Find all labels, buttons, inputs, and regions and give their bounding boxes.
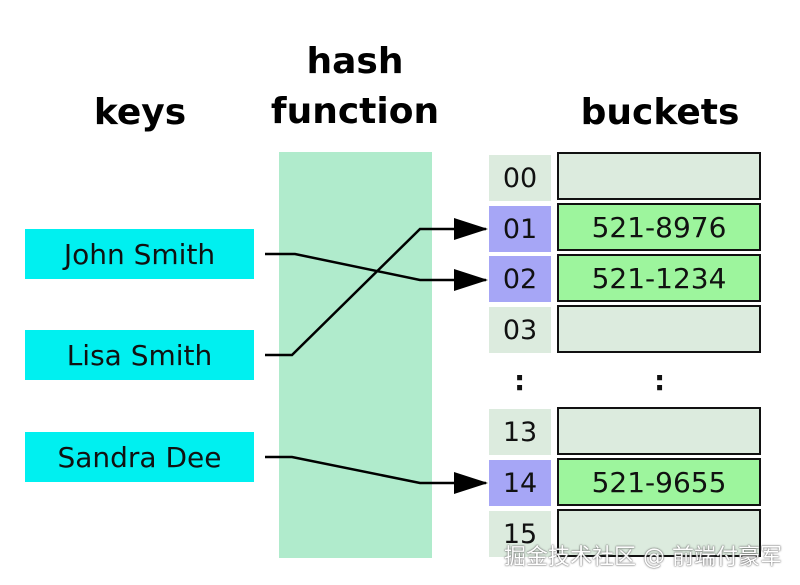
bucket-cell — [557, 509, 761, 557]
watermark: 掘金技术社区 @ 前端付豪军 — [504, 545, 782, 570]
bucket-index-active: 01 — [489, 206, 551, 252]
bucket-ellipsis: : — [654, 364, 666, 397]
bucket-index-active: 02 — [489, 256, 551, 302]
bucket-index: 13 — [489, 409, 551, 455]
hash-header-line2: function — [270, 91, 440, 132]
buckets-header: buckets — [580, 92, 740, 133]
index-ellipsis: : — [514, 364, 526, 397]
arrow-john-smith — [265, 252, 488, 291]
bucket-index-active: 14 — [489, 460, 551, 506]
arrow-sandra-dee — [265, 455, 488, 494]
keys-header: keys — [93, 92, 187, 133]
bucket-cell-filled: 521-1234 — [557, 254, 761, 302]
hash-header-line1: hash — [306, 41, 404, 82]
hash-function-band — [279, 152, 432, 558]
bucket-cell — [557, 407, 761, 455]
bucket-cell-filled: 521-9655 — [557, 458, 761, 506]
bucket-cell-filled: 521-8976 — [557, 203, 761, 251]
hash-function-header: hash function — [260, 37, 450, 137]
key-box: Sandra Dee — [25, 432, 254, 482]
arrow-lisa-smith — [265, 218, 488, 357]
bucket-index: 03 — [489, 307, 551, 353]
key-box: John Smith — [25, 229, 254, 279]
bucket-index: 00 — [489, 155, 551, 201]
key-box: Lisa Smith — [25, 330, 254, 380]
bucket-cell — [557, 152, 761, 200]
bucket-index: 15 — [489, 511, 551, 557]
bucket-cell — [557, 305, 761, 353]
